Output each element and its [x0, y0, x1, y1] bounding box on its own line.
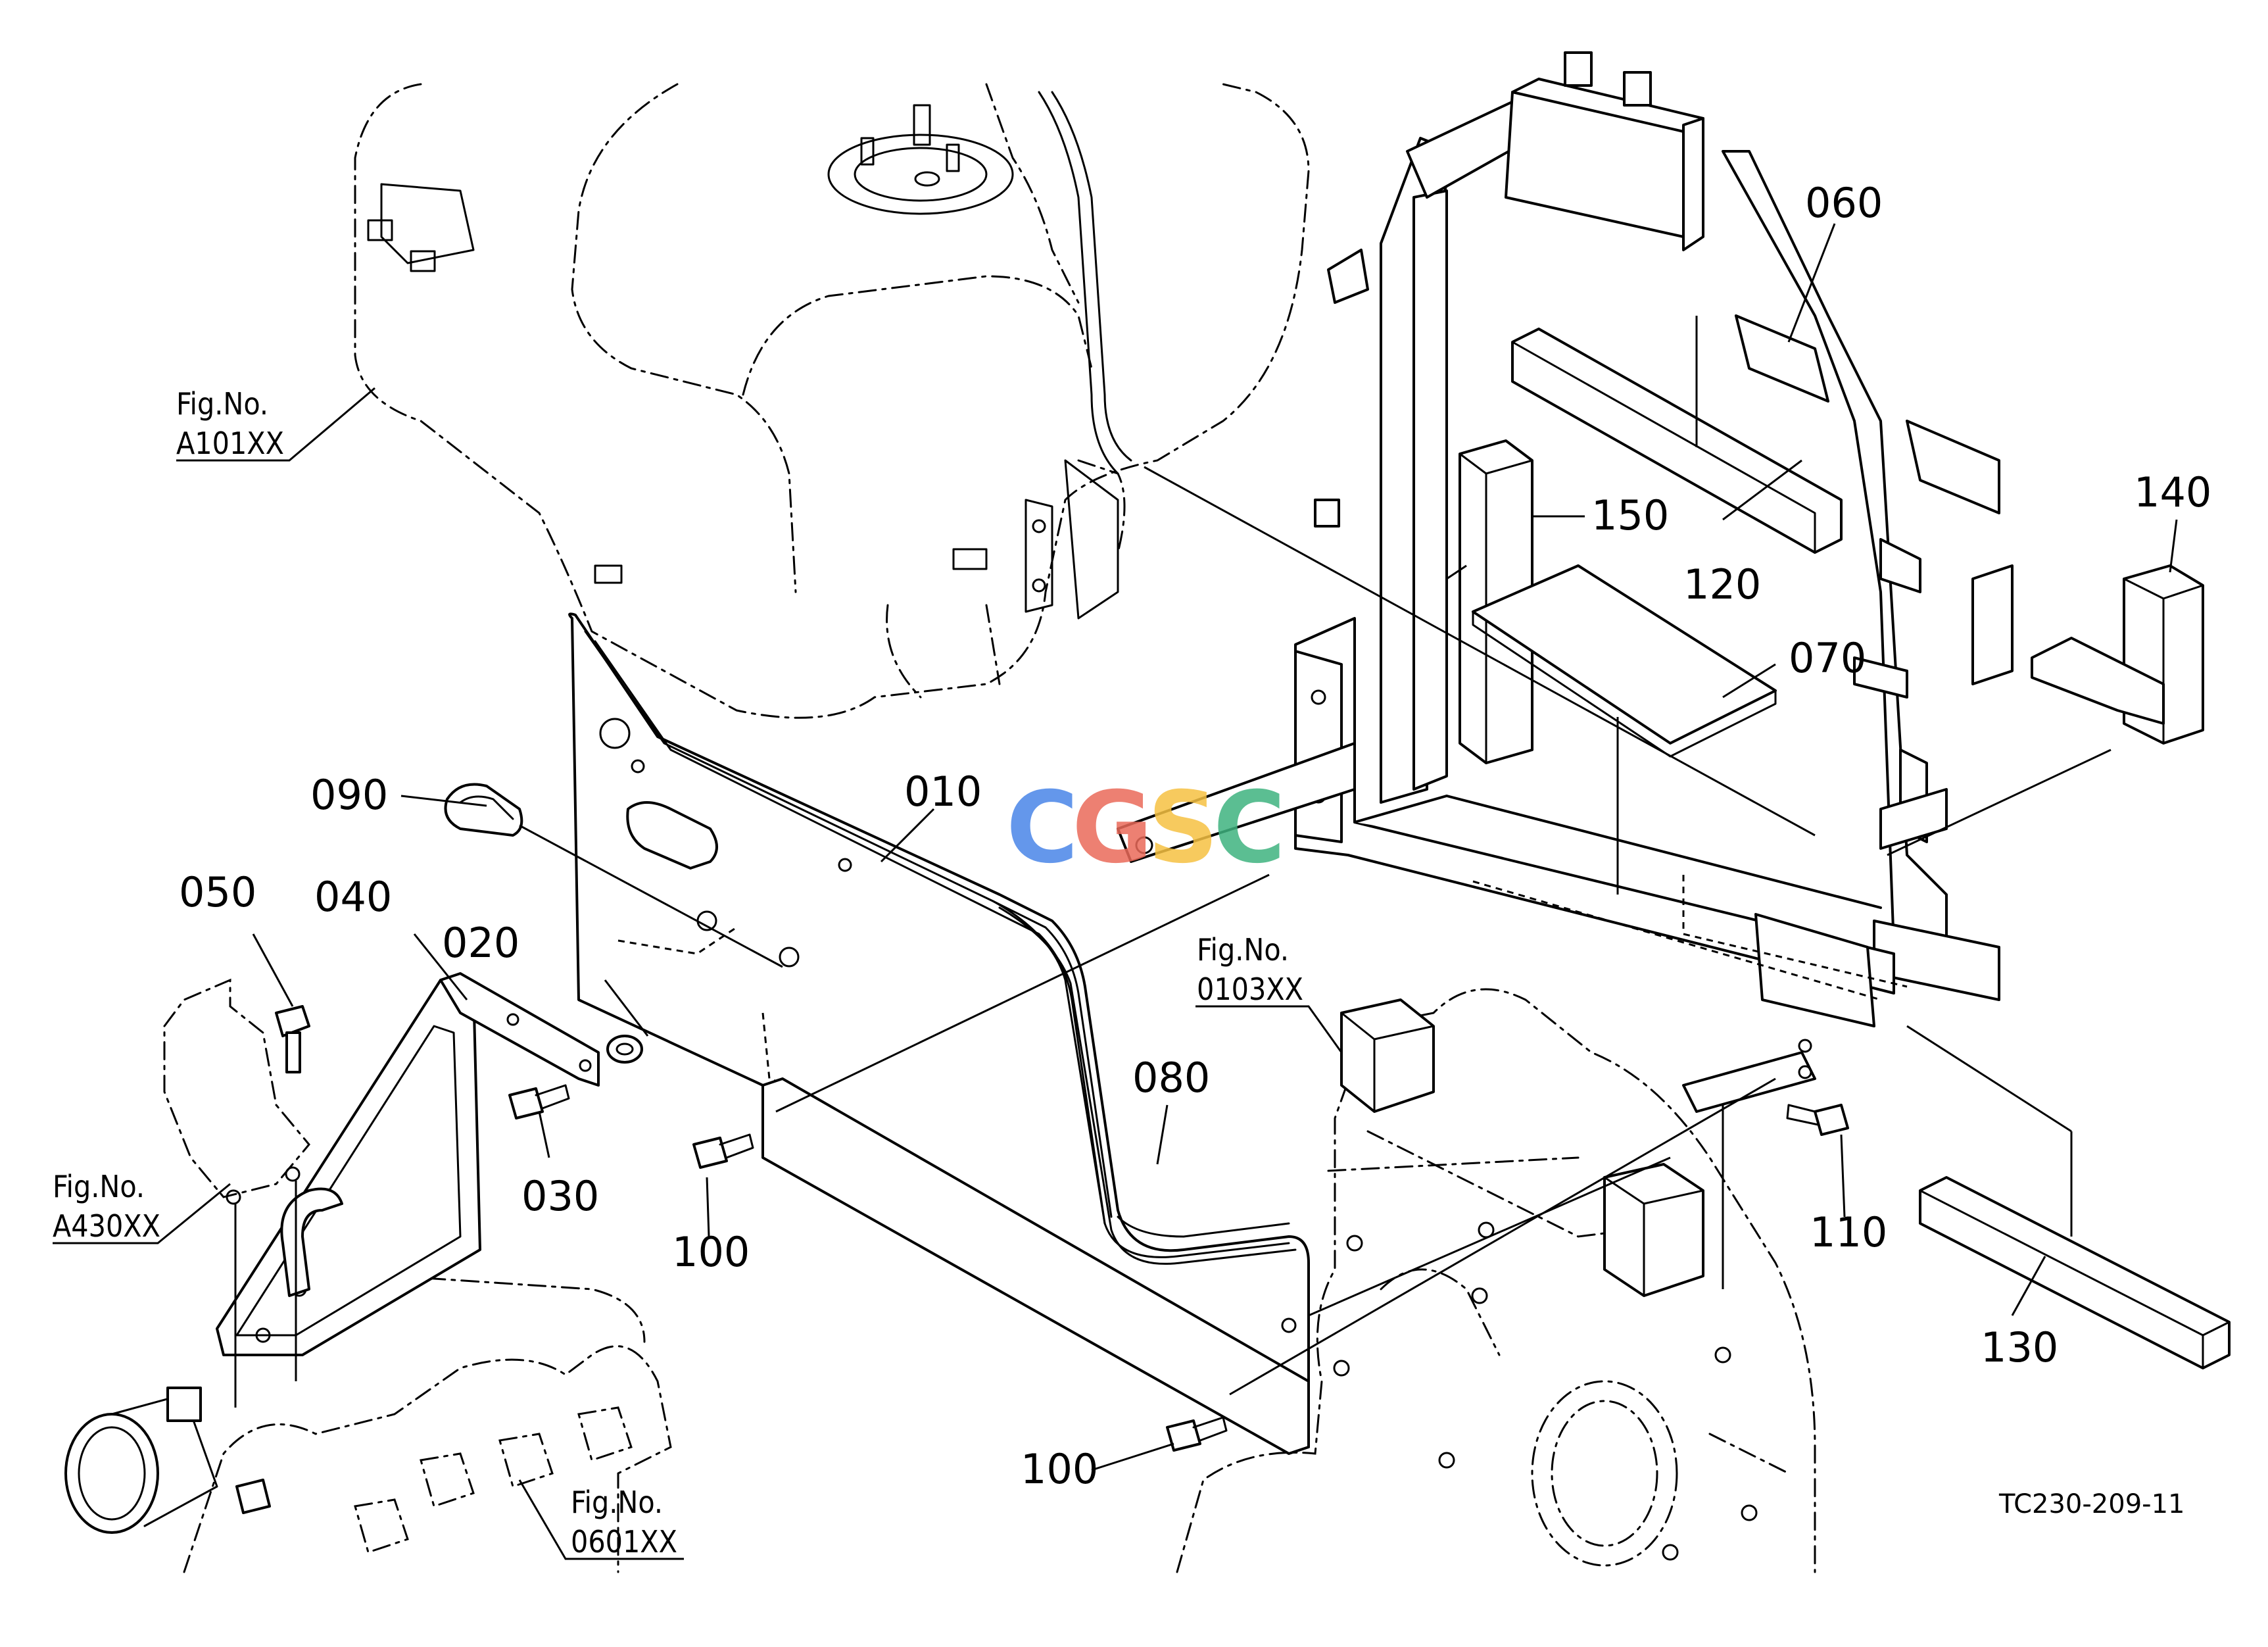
part-010-side-cover	[568, 612, 1310, 1455]
part-140-corner-pad	[2031, 564, 2204, 745]
callout-070: 070	[1789, 634, 1866, 682]
exhaust-manifold-reference	[64, 1275, 672, 1573]
fig-ref-a430-number: A430XX	[53, 1208, 160, 1244]
watermark-letter-g: G	[1072, 771, 1153, 885]
drawing-code: TC230-209-11	[1998, 1489, 2184, 1519]
fig-ref-a430-label: Fig.No.	[53, 1169, 145, 1204]
part-080-edge-trim	[992, 900, 1297, 1265]
fig-ref-0103-label: Fig.No.	[1197, 932, 1289, 968]
watermark-letter-c1: C	[1006, 771, 1078, 885]
callout-020: 020	[442, 919, 519, 967]
flywheel-housing-reference	[1176, 988, 1816, 1573]
callout-130: 130	[1981, 1323, 2058, 1371]
watermark-letter-c2: C	[1213, 771, 1286, 885]
callout-080: 080	[1132, 1054, 1210, 1102]
fig-ref-0601-number: 0601XX	[571, 1524, 677, 1560]
callout-100-upper: 100	[672, 1228, 750, 1276]
fig-ref-0601-label: Fig.No.	[571, 1485, 663, 1520]
figure-references: Fig.No. A101XX Fig.No. A430XX Fig.No. 01…	[53, 386, 1303, 1560]
callout-100-lower: 100	[1021, 1445, 1098, 1493]
callout-090: 090	[310, 771, 388, 819]
cgsc-watermark: C G S C	[1006, 771, 1286, 885]
fuel-tank-reference	[354, 83, 1310, 719]
callout-labels: 010 020 030 040 050 060 070 080 090 100 …	[179, 179, 2211, 1493]
heat-shield-reference	[163, 978, 310, 1205]
fig-ref-a101-number: A101XX	[176, 426, 284, 461]
watermark-letter-s: S	[1147, 771, 1218, 885]
part-130-bar	[1919, 1176, 2231, 1369]
callout-140: 140	[2134, 468, 2211, 516]
callout-110: 110	[1810, 1208, 1887, 1256]
fig-ref-0103-number: 0103XX	[1197, 971, 1303, 1007]
callout-040: 040	[314, 873, 392, 921]
callout-150: 150	[1591, 491, 1669, 539]
callout-060: 060	[1805, 179, 1883, 227]
callout-030: 030	[521, 1172, 599, 1220]
leader-lines	[53, 223, 2178, 1560]
fig-ref-a101-label: Fig.No.	[176, 386, 268, 422]
callout-010: 010	[904, 768, 982, 816]
fasteners	[275, 1005, 1849, 1452]
part-040-bracket	[216, 972, 600, 1356]
callout-120: 120	[1683, 560, 1761, 608]
callout-050: 050	[179, 868, 256, 916]
part-090-clip	[444, 783, 523, 837]
